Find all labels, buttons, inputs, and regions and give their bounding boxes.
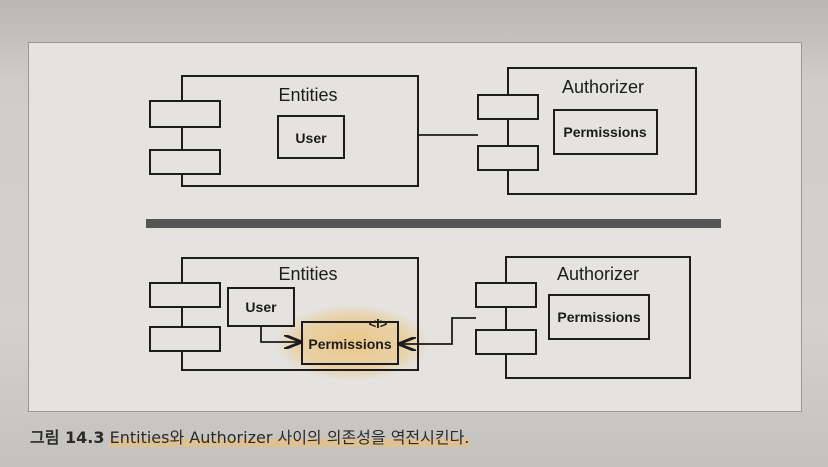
bottom-authorizer-permissions-label: Permissions: [557, 309, 640, 325]
bottom-entities-label: Entities: [278, 264, 337, 284]
bottom-permissions-interface-box: [301, 321, 399, 365]
bottom-user-label: User: [245, 299, 277, 315]
bottom-authorizer-component: [505, 256, 691, 379]
top-user-box: [277, 115, 345, 159]
top-diagram: Entities User Authorizer Permissions: [149, 67, 697, 195]
top-authorizer-label: Authorizer: [562, 77, 644, 97]
bottom-permissions-interface-label: Permissions: [308, 336, 391, 352]
diagram-divider: [146, 219, 721, 228]
bottom-authorizer-port-1: [475, 282, 537, 308]
bottom-entities-port-1: [149, 282, 221, 308]
top-entities-component: [181, 75, 419, 187]
user-to-permissions-arrow: [260, 326, 300, 342]
top-authorizer-port-1: [477, 94, 539, 120]
bottom-authorizer-port-2: [475, 329, 537, 355]
bottom-authorizer-label: Authorizer: [557, 264, 639, 284]
bottom-entities-port-2: [149, 326, 221, 352]
top-entities-port-1: [149, 100, 221, 128]
highlight-mark: [274, 305, 430, 381]
top-permissions-box: [553, 109, 658, 155]
top-permissions-label: Permissions: [563, 124, 646, 140]
top-entities-label: Entities: [278, 85, 337, 105]
top-authorizer-port-2: [477, 145, 539, 171]
interface-stereotype-label: <I>: [369, 316, 388, 331]
top-entities-port-2: [149, 149, 221, 175]
top-authorizer-component: [507, 67, 697, 195]
bottom-diagram: Entities User <I> Permissions Authorizer…: [149, 256, 691, 381]
bottom-entities-component: [181, 257, 419, 371]
bottom-authorizer-permissions-box: [548, 294, 650, 340]
top-user-label: User: [295, 130, 327, 146]
authorizer-to-permissions-arrow: [400, 317, 476, 344]
figure-number: 그림 14.3: [30, 428, 105, 447]
figure-caption: 그림 14.3 Entities와 Authorizer 사이의 의존성을 역전…: [30, 424, 810, 454]
caption-text: Entities와 Authorizer 사이의 의존성을 역전시킨다.: [109, 428, 470, 447]
